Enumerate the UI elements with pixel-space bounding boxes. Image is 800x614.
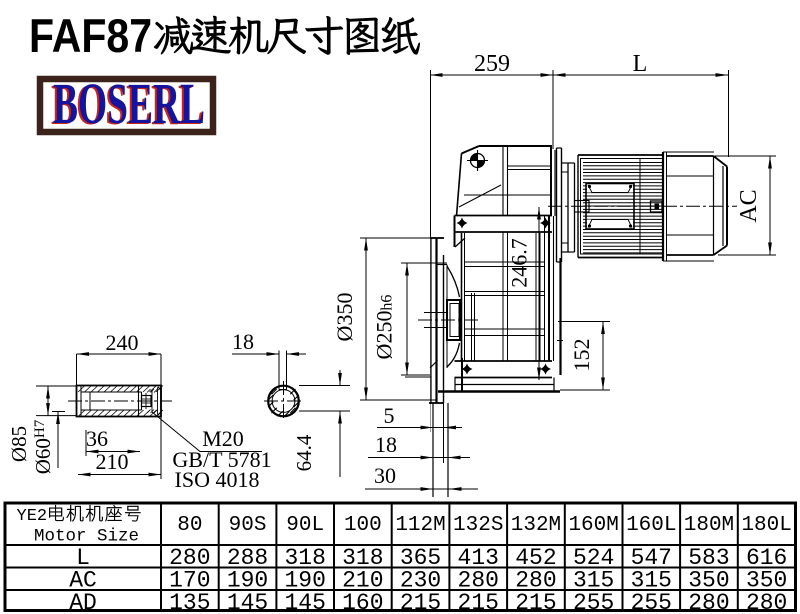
svg-text:AC: AC	[69, 568, 97, 594]
svg-text:152: 152	[569, 339, 594, 372]
svg-text:413: 413	[458, 545, 499, 571]
svg-text:18: 18	[232, 329, 254, 354]
svg-text:350: 350	[746, 568, 787, 594]
svg-text:547: 547	[631, 545, 672, 571]
svg-text:Ø85: Ø85	[7, 426, 31, 462]
svg-text:Motor Size: Motor Size	[34, 527, 139, 547]
svg-text:BOSERL: BOSERL	[51, 72, 203, 137]
svg-text:210: 210	[342, 568, 383, 594]
svg-text:160M: 160M	[568, 514, 618, 537]
svg-text:259: 259	[474, 51, 510, 77]
svg-text:64.4: 64.4	[292, 434, 316, 471]
svg-text:315: 315	[631, 568, 672, 594]
svg-text:L: L	[633, 51, 648, 77]
svg-text:L: L	[76, 545, 90, 571]
svg-text:90L: 90L	[286, 514, 324, 537]
svg-text:135: 135	[169, 590, 210, 614]
svg-text:AC: AC	[736, 189, 762, 222]
svg-text:524: 524	[573, 545, 614, 571]
svg-text:230: 230	[400, 568, 441, 594]
svg-text:280: 280	[169, 545, 210, 571]
svg-text:280: 280	[688, 590, 729, 614]
svg-text:18: 18	[375, 432, 397, 457]
svg-text:365: 365	[400, 545, 441, 571]
svg-text:112M: 112M	[395, 514, 445, 537]
svg-text:210: 210	[96, 449, 129, 474]
svg-text:280: 280	[746, 590, 787, 614]
svg-text:215: 215	[400, 590, 441, 614]
svg-text:FAF87: FAF87	[29, 9, 152, 62]
svg-text:YE2: YE2	[17, 507, 48, 526]
svg-text:318: 318	[284, 545, 325, 571]
svg-text:180M: 180M	[684, 514, 734, 537]
svg-text:M20: M20	[202, 426, 244, 451]
svg-text:170: 170	[169, 568, 210, 594]
svg-text:583: 583	[688, 545, 729, 571]
svg-text:Ø350: Ø350	[332, 293, 357, 342]
svg-text:80: 80	[177, 514, 202, 537]
svg-text:246.7: 246.7	[507, 238, 532, 288]
svg-text:AD: AD	[69, 590, 97, 614]
svg-text:280: 280	[515, 568, 556, 594]
svg-text:180L: 180L	[741, 514, 791, 537]
svg-text:240: 240	[106, 330, 139, 355]
svg-text:190: 190	[284, 568, 325, 594]
svg-text:616: 616	[746, 545, 787, 571]
svg-text:350: 350	[688, 568, 729, 594]
svg-text:288: 288	[227, 545, 268, 571]
svg-text:5: 5	[384, 403, 395, 428]
svg-text:452: 452	[515, 545, 556, 571]
svg-text:215: 215	[515, 590, 556, 614]
svg-text:255: 255	[631, 590, 672, 614]
svg-text:190: 190	[227, 568, 268, 594]
svg-text:145: 145	[284, 590, 325, 614]
svg-text:255: 255	[573, 590, 614, 614]
svg-text:145: 145	[227, 590, 268, 614]
svg-text:160: 160	[342, 590, 383, 614]
svg-text:BOSERL: BOSERL	[53, 71, 205, 136]
svg-text:132M: 132M	[511, 514, 561, 537]
svg-text:160L: 160L	[626, 514, 676, 537]
svg-text:318: 318	[342, 545, 383, 571]
svg-text:315: 315	[573, 568, 614, 594]
svg-text:215: 215	[458, 590, 499, 614]
svg-text:ISO 4018: ISO 4018	[175, 467, 260, 492]
svg-text:90S: 90S	[229, 514, 267, 537]
svg-text:30: 30	[374, 463, 396, 488]
svg-text:36: 36	[86, 426, 108, 451]
svg-text:100: 100	[344, 514, 382, 537]
svg-text:132S: 132S	[453, 514, 503, 537]
svg-text:GB/T 5781: GB/T 5781	[172, 447, 271, 472]
svg-text:280: 280	[458, 568, 499, 594]
